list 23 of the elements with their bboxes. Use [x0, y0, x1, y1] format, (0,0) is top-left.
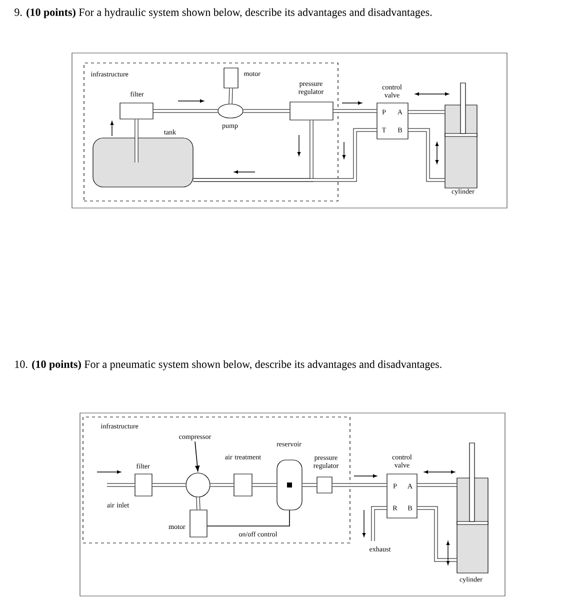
question-text: 10. (10 points) For a pneumatic system shown below, describe its advantages and disadvantages.	[15, 360, 442, 370]
pipe	[243, 109, 290, 113]
pipe	[408, 110, 445, 114]
pipe	[210, 483, 234, 487]
compressor-circle	[186, 472, 210, 498]
pipe	[196, 497, 200, 510]
pipe	[332, 483, 387, 487]
pipe	[152, 483, 186, 487]
pipe	[371, 506, 387, 541]
pipe	[252, 483, 277, 487]
pipe	[193, 128, 377, 182]
pipe	[417, 506, 457, 562]
pipe	[333, 109, 377, 113]
pipe	[417, 483, 457, 487]
control-line	[206, 510, 290, 526]
pipe	[228, 88, 233, 104]
question-text: 9. (10 points) For a hydraulic system shown below, describe its advantages and disadvantages.	[14, 8, 432, 18]
pipe	[302, 483, 317, 487]
pipe	[408, 128, 445, 182]
pipe	[153, 109, 218, 113]
pipe	[107, 483, 135, 487]
leader-line	[194, 441, 200, 472]
pipe	[134, 119, 138, 162]
